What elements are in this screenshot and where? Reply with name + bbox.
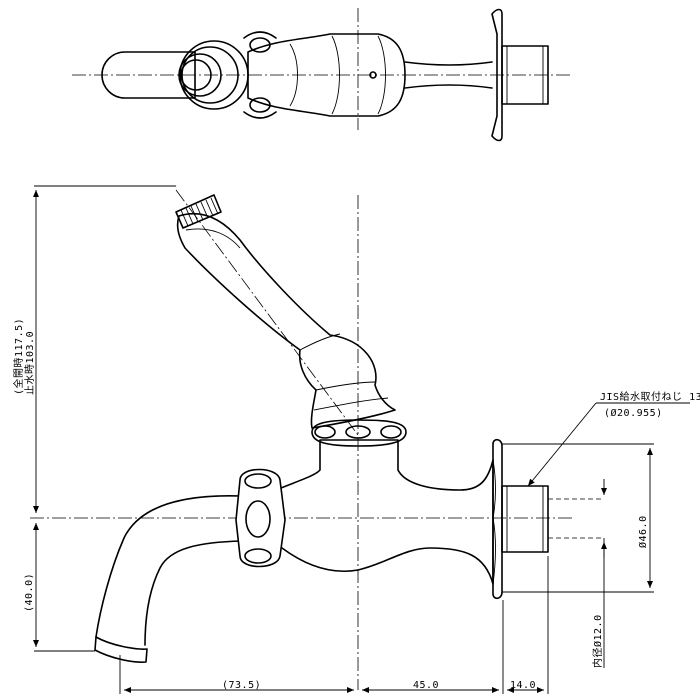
lever-handle bbox=[176, 212, 396, 429]
top-view bbox=[72, 8, 570, 142]
width-right-label: 14.0 bbox=[510, 680, 536, 691]
height-open-label: (全開時117.5) bbox=[12, 318, 25, 395]
thread bbox=[501, 485, 549, 553]
dimensions: (全開時117.5) 止水時103.0 (40.0) (73.5) 45.0 1… bbox=[12, 185, 700, 694]
spout-inner bbox=[144, 540, 243, 646]
spout-height-label: (40.0) bbox=[24, 573, 35, 612]
handle-tip bbox=[175, 194, 222, 229]
height-closed-label: 止水時103.0 bbox=[24, 331, 36, 395]
top-spout bbox=[101, 51, 196, 99]
inner-dia-label: 内径Ø12.0 bbox=[591, 614, 604, 668]
thread-size-label: (Ø20.955) bbox=[604, 407, 663, 419]
top-body bbox=[247, 33, 406, 117]
flange-dia-label: Ø46.0 bbox=[637, 515, 649, 548]
thread-leader bbox=[527, 402, 597, 487]
top-thread bbox=[501, 45, 549, 105]
valve-cap bbox=[311, 419, 407, 447]
faucet-body bbox=[275, 439, 494, 585]
spout-outer bbox=[95, 494, 243, 638]
coupling-ring bbox=[235, 468, 286, 568]
width-mid-label: 45.0 bbox=[413, 680, 439, 691]
width-left-label: (73.5) bbox=[222, 680, 261, 691]
top-handle-hub bbox=[179, 40, 249, 110]
top-flange bbox=[491, 8, 503, 142]
thread-label: JIS給水取付ねじ 13 bbox=[600, 390, 700, 403]
handle-axis bbox=[175, 189, 359, 436]
spout-tip bbox=[94, 636, 148, 663]
front-view bbox=[30, 189, 603, 690]
